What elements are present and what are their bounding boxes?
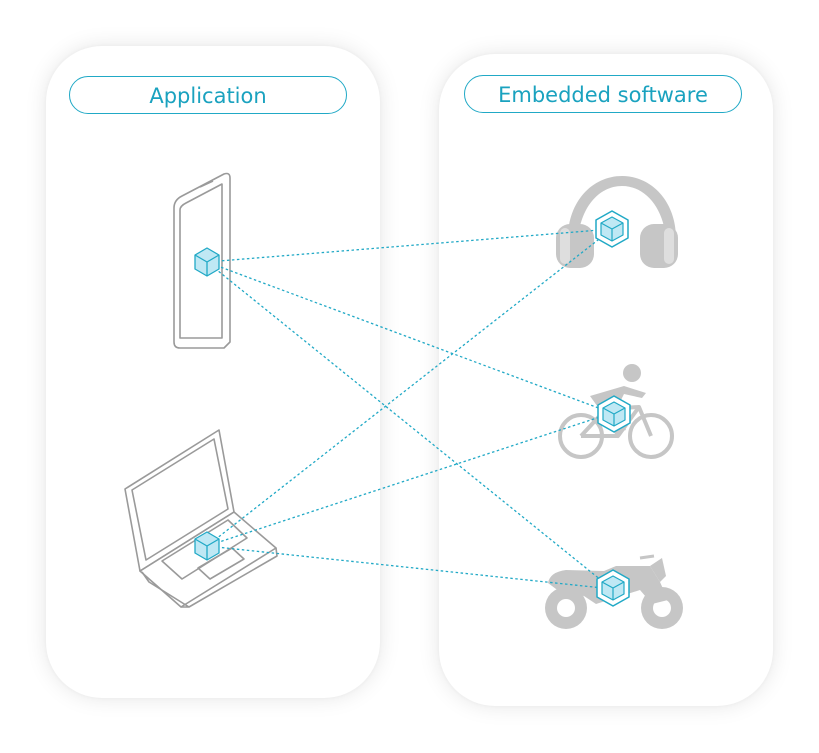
connection-line	[206, 261, 613, 414]
connection-lines	[206, 228, 613, 590]
connection-line	[206, 412, 613, 547]
cube-icon	[194, 247, 220, 277]
connection-line	[206, 545, 613, 590]
laptop-icon	[124, 429, 278, 608]
embedded-software-label: Embedded software	[464, 75, 742, 113]
cube-badge-icon	[596, 569, 630, 607]
headphones-icon	[556, 176, 678, 268]
application-panel	[46, 46, 380, 698]
connection-line	[206, 261, 613, 590]
cube-icon	[194, 531, 220, 561]
smartphone-icon	[173, 172, 231, 349]
cube-badge-icon	[597, 395, 631, 433]
application-label: Application	[69, 76, 347, 114]
cube-badge-icon	[595, 210, 629, 248]
connection-line	[206, 228, 613, 263]
connection-line	[206, 228, 613, 547]
